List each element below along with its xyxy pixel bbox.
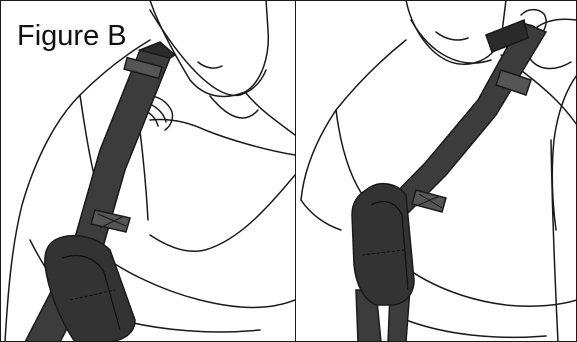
figure-b-illustration: Figure B [0, 0, 577, 342]
figure-frame [0, 0, 577, 342]
